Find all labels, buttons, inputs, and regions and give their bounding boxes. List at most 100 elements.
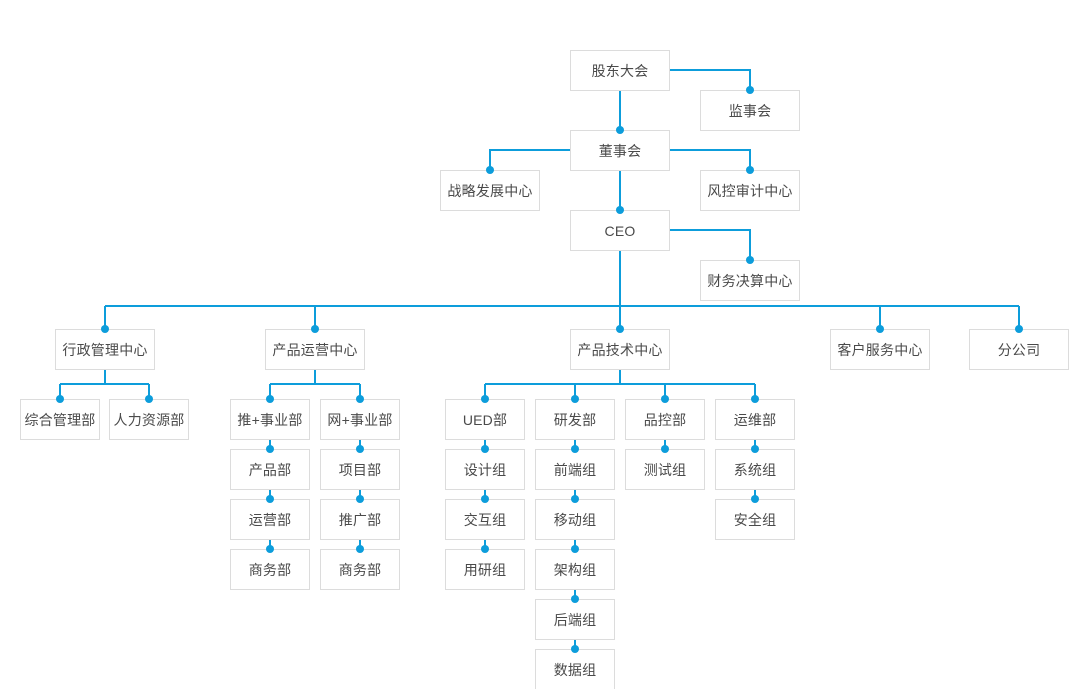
org-node-board[interactable]: 董事会 xyxy=(570,130,670,171)
org-node-label: 董事会 xyxy=(598,142,642,159)
org-node-rd-dept[interactable]: 研发部 xyxy=(535,399,615,440)
org-node-label: 产品部 xyxy=(248,461,292,478)
org-node-label: 推+事业部 xyxy=(237,411,303,428)
org-node-label: 移动组 xyxy=(553,511,597,528)
connector-dot-test-group xyxy=(661,445,669,453)
connector-dot-product-dept xyxy=(266,445,274,453)
connector-dot-data-group xyxy=(571,645,579,653)
org-node-project-dept[interactable]: 项目部 xyxy=(320,449,400,490)
org-node-label: 设计组 xyxy=(463,461,507,478)
connector-dot-ued-dept xyxy=(481,395,489,403)
org-node-design-group[interactable]: 设计组 xyxy=(445,449,525,490)
org-node-data-group[interactable]: 数据组 xyxy=(535,649,615,689)
org-node-label: 风控审计中心 xyxy=(707,182,793,199)
connector-dot-ops-center xyxy=(311,325,319,333)
org-node-label: 用研组 xyxy=(463,561,507,578)
org-node-label: 人力资源部 xyxy=(113,411,185,428)
connector-dot-hr xyxy=(145,395,153,403)
org-node-label: 综合管理部 xyxy=(24,411,96,428)
org-node-label: 测试组 xyxy=(643,461,687,478)
connector-dot-promotion-dept xyxy=(356,495,364,503)
org-node-hr[interactable]: 人力资源部 xyxy=(109,399,189,440)
org-node-label: 网+事业部 xyxy=(327,411,393,428)
connector-dot-tui-bu xyxy=(266,395,274,403)
org-node-label: 数据组 xyxy=(553,661,597,678)
connector-dot-board xyxy=(616,126,624,134)
org-node-label: 项目部 xyxy=(338,461,382,478)
org-node-user-research-group[interactable]: 用研组 xyxy=(445,549,525,590)
connector-dot-qa-dept xyxy=(661,395,669,403)
org-node-label: 股东大会 xyxy=(591,62,649,79)
connector-dot-finance-center xyxy=(746,256,754,264)
org-node-label: 前端组 xyxy=(553,461,597,478)
org-node-wang-bu[interactable]: 网+事业部 xyxy=(320,399,400,440)
connector-dot-ceo xyxy=(616,206,624,214)
org-node-ops-dept[interactable]: 运维部 xyxy=(715,399,795,440)
org-node-system-group[interactable]: 系统组 xyxy=(715,449,795,490)
org-node-interaction-group[interactable]: 交互组 xyxy=(445,499,525,540)
org-node-backend-group[interactable]: 后端组 xyxy=(535,599,615,640)
org-node-label: CEO xyxy=(604,222,636,239)
org-node-service-center[interactable]: 客户服务中心 xyxy=(830,329,930,370)
org-node-label: 财务决算中心 xyxy=(707,272,793,289)
org-node-label: 推广部 xyxy=(338,511,382,528)
connector-dot-branch xyxy=(1015,325,1023,333)
org-node-promotion-dept[interactable]: 推广部 xyxy=(320,499,400,540)
org-node-ued-dept[interactable]: UED部 xyxy=(445,399,525,440)
org-node-label: 客户服务中心 xyxy=(837,341,923,358)
org-node-supervisory[interactable]: 监事会 xyxy=(700,90,800,131)
connector-dot-ops-dept xyxy=(751,395,759,403)
org-node-label: 战略发展中心 xyxy=(447,182,533,199)
connector-dot-service-center xyxy=(876,325,884,333)
org-node-risk-audit-center[interactable]: 风控审计中心 xyxy=(700,170,800,211)
connector-dot-mobile-group xyxy=(571,495,579,503)
org-node-admin-center[interactable]: 行政管理中心 xyxy=(55,329,155,370)
org-node-label: 分公司 xyxy=(997,341,1041,358)
connector-dot-tech-center xyxy=(616,325,624,333)
org-node-mobile-group[interactable]: 移动组 xyxy=(535,499,615,540)
org-node-label: 监事会 xyxy=(728,102,772,119)
connector-dot-business-dept-1 xyxy=(266,545,274,553)
org-node-shareholders[interactable]: 股东大会 xyxy=(570,50,670,91)
org-node-ops-center[interactable]: 产品运营中心 xyxy=(265,329,365,370)
connector-dot-system-group xyxy=(751,445,759,453)
org-node-frontend-group[interactable]: 前端组 xyxy=(535,449,615,490)
connector-dot-operations-dept xyxy=(266,495,274,503)
org-node-label: 行政管理中心 xyxy=(62,341,148,358)
connector-dot-risk-audit-center xyxy=(746,166,754,174)
org-node-label: 商务部 xyxy=(338,561,382,578)
org-node-finance-center[interactable]: 财务决算中心 xyxy=(700,260,800,301)
org-node-business-dept-1[interactable]: 商务部 xyxy=(230,549,310,590)
org-node-label: 产品运营中心 xyxy=(272,341,358,358)
org-node-architecture-group[interactable]: 架构组 xyxy=(535,549,615,590)
connector-dot-frontend-group xyxy=(571,445,579,453)
org-node-tech-center[interactable]: 产品技术中心 xyxy=(570,329,670,370)
org-node-label: 产品技术中心 xyxy=(577,341,663,358)
connector-dot-business-dept-2 xyxy=(356,545,364,553)
org-node-label: UED部 xyxy=(462,411,508,428)
org-node-business-dept-2[interactable]: 商务部 xyxy=(320,549,400,590)
org-node-operations-dept[interactable]: 运营部 xyxy=(230,499,310,540)
org-node-label: 研发部 xyxy=(553,411,597,428)
connector-dot-user-research-group xyxy=(481,545,489,553)
org-node-label: 架构组 xyxy=(553,561,597,578)
org-node-qa-dept[interactable]: 品控部 xyxy=(625,399,705,440)
connector-dot-design-group xyxy=(481,445,489,453)
connector-dot-general-admin xyxy=(56,395,64,403)
org-node-product-dept[interactable]: 产品部 xyxy=(230,449,310,490)
org-node-strategy-center[interactable]: 战略发展中心 xyxy=(440,170,540,211)
org-node-label: 交互组 xyxy=(463,511,507,528)
org-node-general-admin[interactable]: 综合管理部 xyxy=(20,399,100,440)
connector-dot-interaction-group xyxy=(481,495,489,503)
connector-dot-wang-bu xyxy=(356,395,364,403)
org-node-security-group[interactable]: 安全组 xyxy=(715,499,795,540)
org-node-test-group[interactable]: 测试组 xyxy=(625,449,705,490)
org-node-branch[interactable]: 分公司 xyxy=(969,329,1069,370)
org-node-ceo[interactable]: CEO xyxy=(570,210,670,251)
connector-dot-admin-center xyxy=(101,325,109,333)
org-node-tui-bu[interactable]: 推+事业部 xyxy=(230,399,310,440)
connector-dot-backend-group xyxy=(571,595,579,603)
org-node-label: 运维部 xyxy=(733,411,777,428)
